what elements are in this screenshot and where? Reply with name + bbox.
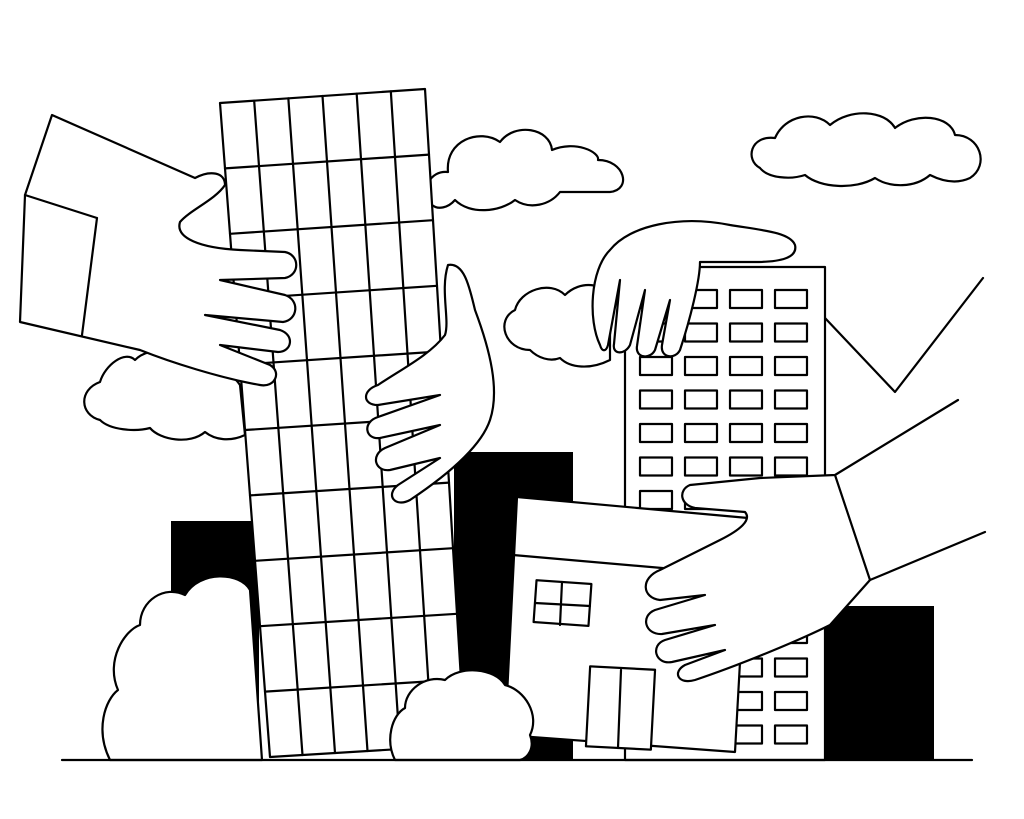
apartment-window [773, 724, 809, 745]
hand-wrist-right [833, 473, 872, 582]
apartment-window [773, 355, 809, 377]
grid-line [228, 219, 435, 235]
hand-center [364, 263, 496, 504]
bush-middle [389, 669, 535, 762]
apartment-window [773, 456, 809, 477]
hand-bottom-right [644, 398, 987, 683]
apartment-window [773, 288, 809, 310]
apartment-window [773, 657, 809, 678]
apartment-window [773, 322, 809, 343]
apartment-window [683, 322, 719, 343]
grid-line [258, 612, 459, 628]
cloud-middle [503, 283, 612, 368]
apartment-window [728, 456, 764, 477]
apartment-window [683, 355, 719, 377]
hand-wrist-left [23, 193, 99, 337]
apartment-window [638, 422, 674, 444]
apartment-window [638, 456, 674, 477]
cloud-top-right [750, 112, 982, 188]
apartment-window [773, 389, 809, 410]
apartment-window [728, 422, 764, 444]
apartment-window [638, 489, 674, 511]
hand-top-right [591, 220, 797, 358]
apartment-window [773, 422, 809, 444]
apartment-window [638, 389, 674, 410]
apartment-window [728, 355, 764, 377]
grid-line [223, 153, 431, 170]
black-building-right [824, 606, 934, 761]
apartment-window [683, 389, 719, 410]
apartment-window [728, 288, 764, 310]
cloud-top-center [425, 128, 625, 212]
apartment-window [773, 690, 809, 712]
hand-top-left [18, 113, 298, 387]
apartment-window [728, 322, 764, 343]
bush-left [101, 575, 264, 762]
apartment-window [728, 389, 764, 410]
grid-line [253, 547, 455, 562]
v-line [823, 276, 985, 394]
apartment-window [683, 456, 719, 477]
apartment-window [638, 355, 674, 377]
apartment-window [683, 422, 719, 444]
grid-line [238, 350, 443, 366]
